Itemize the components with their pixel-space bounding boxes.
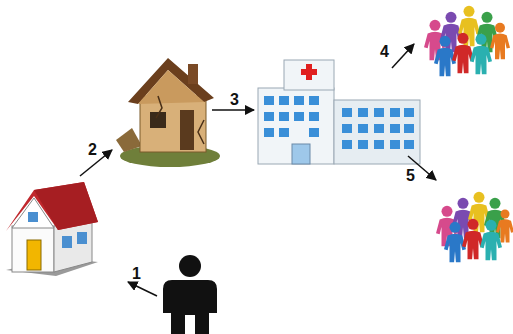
arrow [80,44,436,296]
callout-number: 5 [406,168,415,184]
hospital [258,60,420,164]
callout-number: 1 [132,266,141,282]
house [6,182,98,276]
damaged-house [116,58,220,167]
callout-number: 3 [230,92,239,108]
callout-number: 2 [88,142,97,158]
callout-number: 4 [380,44,389,60]
people-group [436,192,513,262]
person-silhouette [163,255,217,334]
people-group [424,6,510,76]
